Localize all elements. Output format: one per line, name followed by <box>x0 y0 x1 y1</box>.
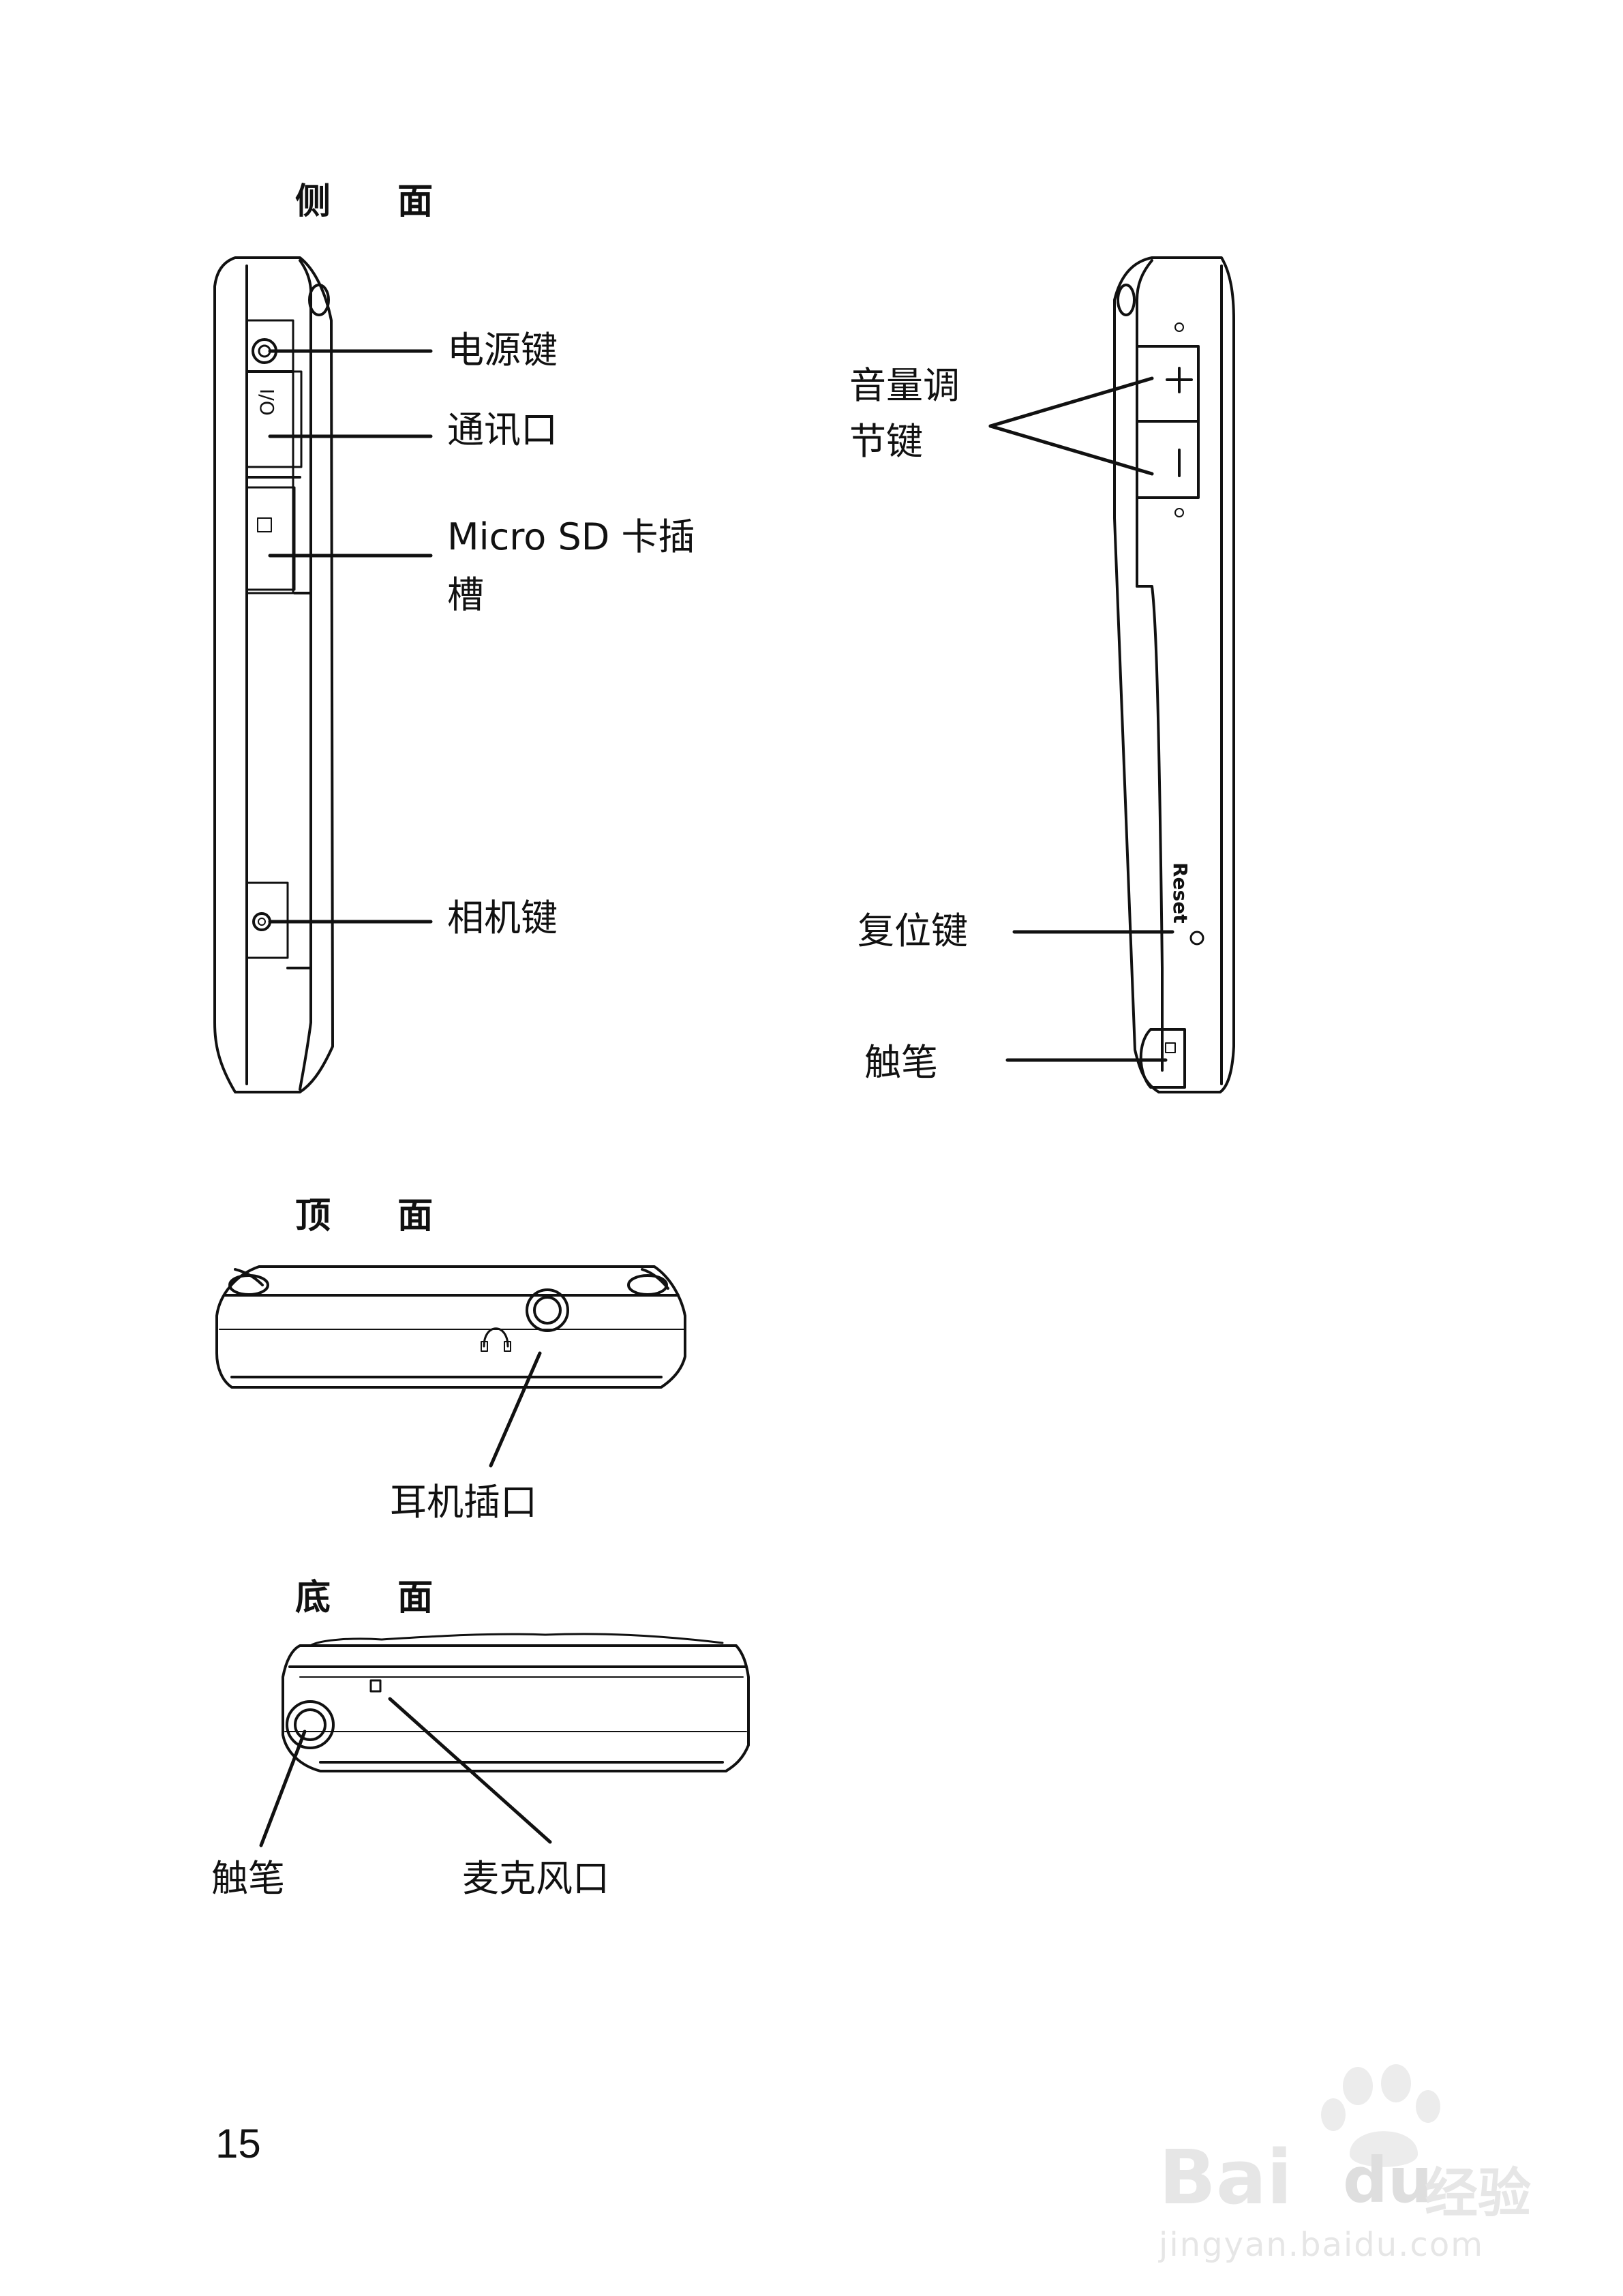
top-view <box>215 1265 686 1389</box>
headphone-icon <box>483 1327 509 1348</box>
headphone-callout-line <box>489 1351 542 1468</box>
left-side-view: I/O <box>213 256 334 1093</box>
right-side-view: Reset <box>1113 256 1235 1093</box>
section-heading-bottom: 底 面 <box>295 1577 461 1618</box>
page-number: 15 <box>215 2121 261 2166</box>
watermark-url: jingyan.baidu.com <box>1159 2226 1484 2264</box>
label-headphone-jack: 耳机插口 <box>390 1481 537 1524</box>
label-reset-key: 复位键 <box>858 909 968 952</box>
reset-marking: Reset <box>1169 862 1192 924</box>
paw-icon <box>1321 2064 1440 2167</box>
right-callout-lines <box>988 376 1174 1062</box>
watermark-product: 经验 <box>1425 2163 1532 2224</box>
section-heading-top: 顶 面 <box>295 1196 461 1237</box>
label-sd-slot-line2: 槽 <box>447 573 484 616</box>
watermark: Bai du 经验 jingyan.baidu.com <box>1159 2059 1541 2264</box>
port-marking: I/O <box>256 389 278 416</box>
label-volume-line2: 节键 <box>849 420 923 463</box>
bottom-view <box>282 1633 750 1772</box>
watermark-brand: Bai <box>1159 2134 1292 2221</box>
section-heading-side: 侧 面 <box>295 181 461 222</box>
label-microphone: 麦克风口 <box>462 1857 609 1900</box>
label-volume-line1: 音量调 <box>849 364 960 407</box>
label-camera-key: 相机键 <box>447 896 558 939</box>
bottom-callout-lines <box>259 1697 552 1847</box>
label-stylus-side: 触笔 <box>864 1041 938 1084</box>
label-power-key: 电源键 <box>447 329 558 372</box>
label-sd-slot-line1: Micro SD 卡插 <box>447 515 695 558</box>
label-stylus-bottom: 触笔 <box>211 1857 285 1900</box>
watermark-brand2: du <box>1343 2144 1433 2217</box>
label-comm-port: 通讯口 <box>447 408 558 451</box>
left-callout-lines <box>268 349 433 924</box>
